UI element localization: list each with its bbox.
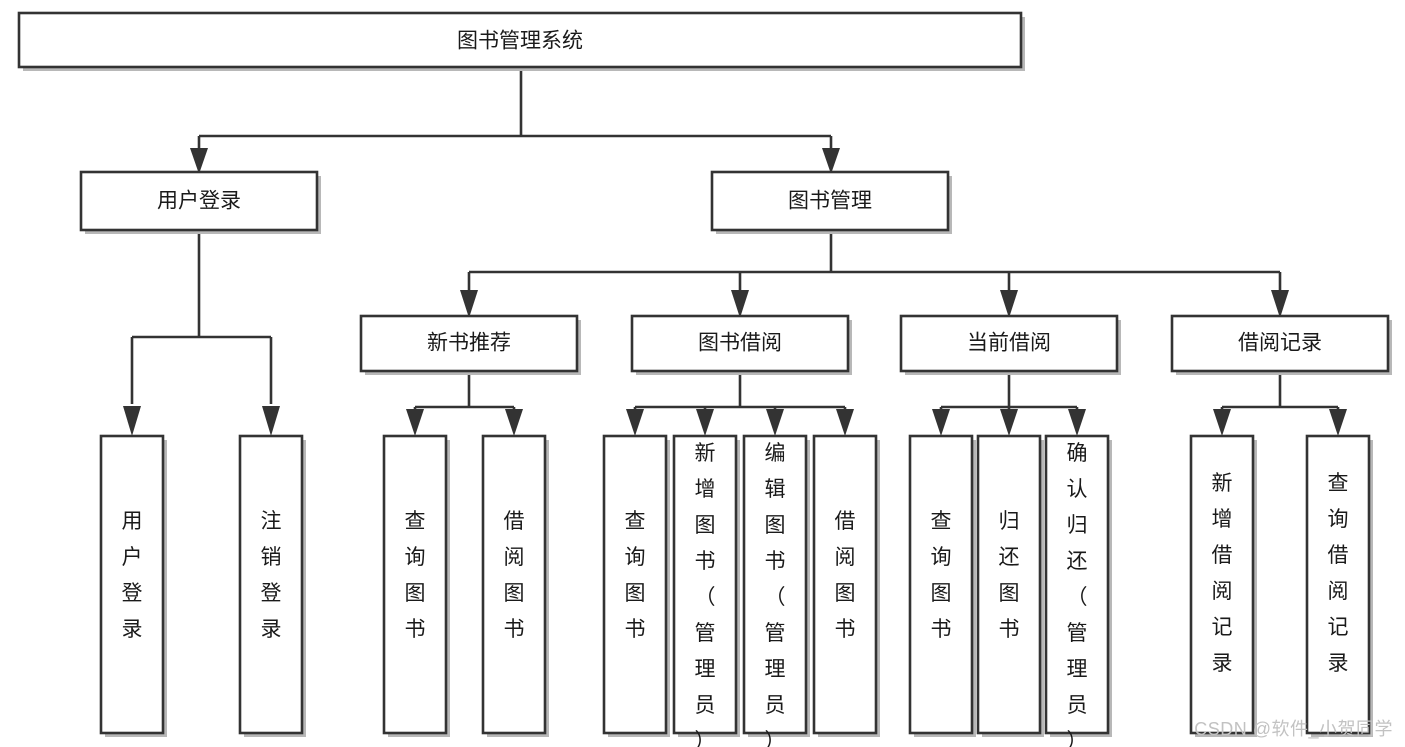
leaf-new-book-1[interactable]: 查询图书 xyxy=(382,434,450,737)
arrow-currentborrow-leaf-1 xyxy=(932,409,950,436)
leaf-current-borrow-3-label: 确认归还（管理员） xyxy=(1067,442,1088,747)
leaf-current-borrow-3-box xyxy=(1044,434,1110,735)
node-current-borrow-box xyxy=(899,314,1119,373)
arrow-userlogin-leaf-1 xyxy=(123,406,141,436)
arrow-bookmanage-to-new-book xyxy=(460,290,478,318)
leaf-book-borrow-3-label: 编辑图书（管理员） xyxy=(765,442,786,747)
leaf-book-borrow-4-label: 借阅图书 xyxy=(835,510,856,641)
arrow-bookborrow-leaf-1 xyxy=(626,409,644,436)
leaf-book-borrow-3-box xyxy=(742,434,808,735)
node-new-book-recommend-label: 新书推荐 xyxy=(427,332,511,355)
node-user-login[interactable]: 用户登录 xyxy=(79,170,321,234)
node-book-borrow-box xyxy=(630,314,850,373)
leaf-book-borrow-2-label: 新增图书（管理员） xyxy=(695,442,716,747)
node-current-borrow[interactable]: 当前借阅 xyxy=(899,314,1121,375)
arrow-bookmanage-to-borrow-record xyxy=(1271,290,1289,318)
leaf-new-book-2-label: 借阅图书 xyxy=(504,510,525,641)
leaf-borrow-record-2[interactable]: 查询借阅记录 xyxy=(1305,434,1373,737)
leaf-book-borrow-3[interactable]: 编辑图书（管理员） xyxy=(742,434,810,747)
node-new-book-recommend[interactable]: 新书推荐 xyxy=(359,314,581,375)
leaf-book-borrow-4[interactable]: 借阅图书 xyxy=(812,434,880,737)
arrow-currentborrow-leaf-2 xyxy=(1000,409,1018,436)
leaf-user-login-2-label: 注销登录 xyxy=(261,510,282,641)
leaf-current-borrow-1-box xyxy=(908,434,974,735)
leaf-current-borrow-1[interactable]: 查询图书 xyxy=(908,434,976,737)
leaf-borrow-record-1[interactable]: 新增借阅记录 xyxy=(1189,434,1257,737)
arrow-currentborrow-leaf-3 xyxy=(1068,409,1086,436)
arrow-root-to-user-login xyxy=(190,148,208,174)
leaf-user-login-1-box xyxy=(99,434,165,735)
leaf-book-borrow-4-box xyxy=(812,434,878,735)
node-book-manage-label: 图书管理 xyxy=(788,190,872,213)
leaf-book-borrow-2-box xyxy=(672,434,738,735)
arrow-borrowrecord-leaf-2 xyxy=(1329,409,1347,436)
node-root-box xyxy=(17,11,1023,69)
arrow-userlogin-leaf-2 xyxy=(262,406,280,436)
leaf-book-borrow-2[interactable]: 新增图书（管理员） xyxy=(672,434,740,747)
leaf-new-book-1-label: 查询图书 xyxy=(405,510,426,641)
node-root-label: 图书管理系统 xyxy=(457,30,583,53)
node-user-login-label: 用户登录 xyxy=(157,190,241,213)
arrow-bookborrow-leaf-4 xyxy=(836,409,854,436)
leaf-borrow-record-1-box xyxy=(1189,434,1255,735)
arrow-newbook-leaf-2 xyxy=(505,409,523,436)
leaf-user-login-1[interactable]: 用户登录 xyxy=(99,434,167,737)
leaf-new-book-2-box xyxy=(481,434,547,735)
leaf-current-borrow-2[interactable]: 归还图书 xyxy=(976,434,1044,737)
leaf-current-borrow-2-box xyxy=(976,434,1042,735)
node-current-borrow-label: 当前借阅 xyxy=(967,332,1051,355)
leaf-new-book-2[interactable]: 借阅图书 xyxy=(481,434,549,737)
leaf-book-borrow-1[interactable]: 查询图书 xyxy=(602,434,670,737)
leaf-current-borrow-2-label: 归还图书 xyxy=(999,510,1020,641)
arrow-borrowrecord-leaf-1 xyxy=(1213,409,1231,436)
node-book-manage-box xyxy=(710,170,950,232)
node-book-borrow[interactable]: 图书借阅 xyxy=(630,314,852,375)
leaf-borrow-record-2-box xyxy=(1305,434,1371,735)
csdn-watermark: CSDN @软件_小贺同学 xyxy=(1194,719,1393,739)
node-borrow-record-box xyxy=(1170,314,1390,373)
leaf-new-book-1-box xyxy=(382,434,448,735)
connector-layer xyxy=(123,69,1347,436)
node-root[interactable]: 图书管理系统 xyxy=(17,11,1025,71)
arrow-root-to-book-manage xyxy=(822,148,840,174)
leaf-book-borrow-1-label: 查询图书 xyxy=(625,510,646,641)
arrow-bookmanage-to-book-borrow xyxy=(731,290,749,318)
arrow-bookborrow-leaf-2 xyxy=(696,409,714,436)
node-borrow-record[interactable]: 借阅记录 xyxy=(1170,314,1392,375)
node-book-borrow-label: 图书借阅 xyxy=(698,332,782,355)
node-book-manage[interactable]: 图书管理 xyxy=(710,170,952,234)
leaf-user-login-2[interactable]: 注销登录 xyxy=(238,434,306,737)
node-new-book-recommend-box xyxy=(359,314,579,373)
arrow-newbook-leaf-1 xyxy=(406,409,424,436)
leaf-borrow-record-1-label: 新增借阅记录 xyxy=(1212,472,1233,675)
leaf-borrow-record-2-label: 查询借阅记录 xyxy=(1328,472,1349,675)
node-borrow-record-label: 借阅记录 xyxy=(1238,332,1322,355)
node-user-login-box xyxy=(79,170,319,232)
arrow-bookmanage-to-current-borrow xyxy=(1000,290,1018,318)
leaf-current-borrow-1-label: 查询图书 xyxy=(931,510,952,641)
arrow-bookborrow-leaf-3 xyxy=(766,409,784,436)
leaf-user-login-2-box xyxy=(238,434,304,735)
leaf-user-login-1-label: 用户登录 xyxy=(122,510,143,641)
leaf-book-borrow-1-box xyxy=(602,434,668,735)
leaf-current-borrow-3[interactable]: 确认归还（管理员） xyxy=(1044,434,1112,747)
